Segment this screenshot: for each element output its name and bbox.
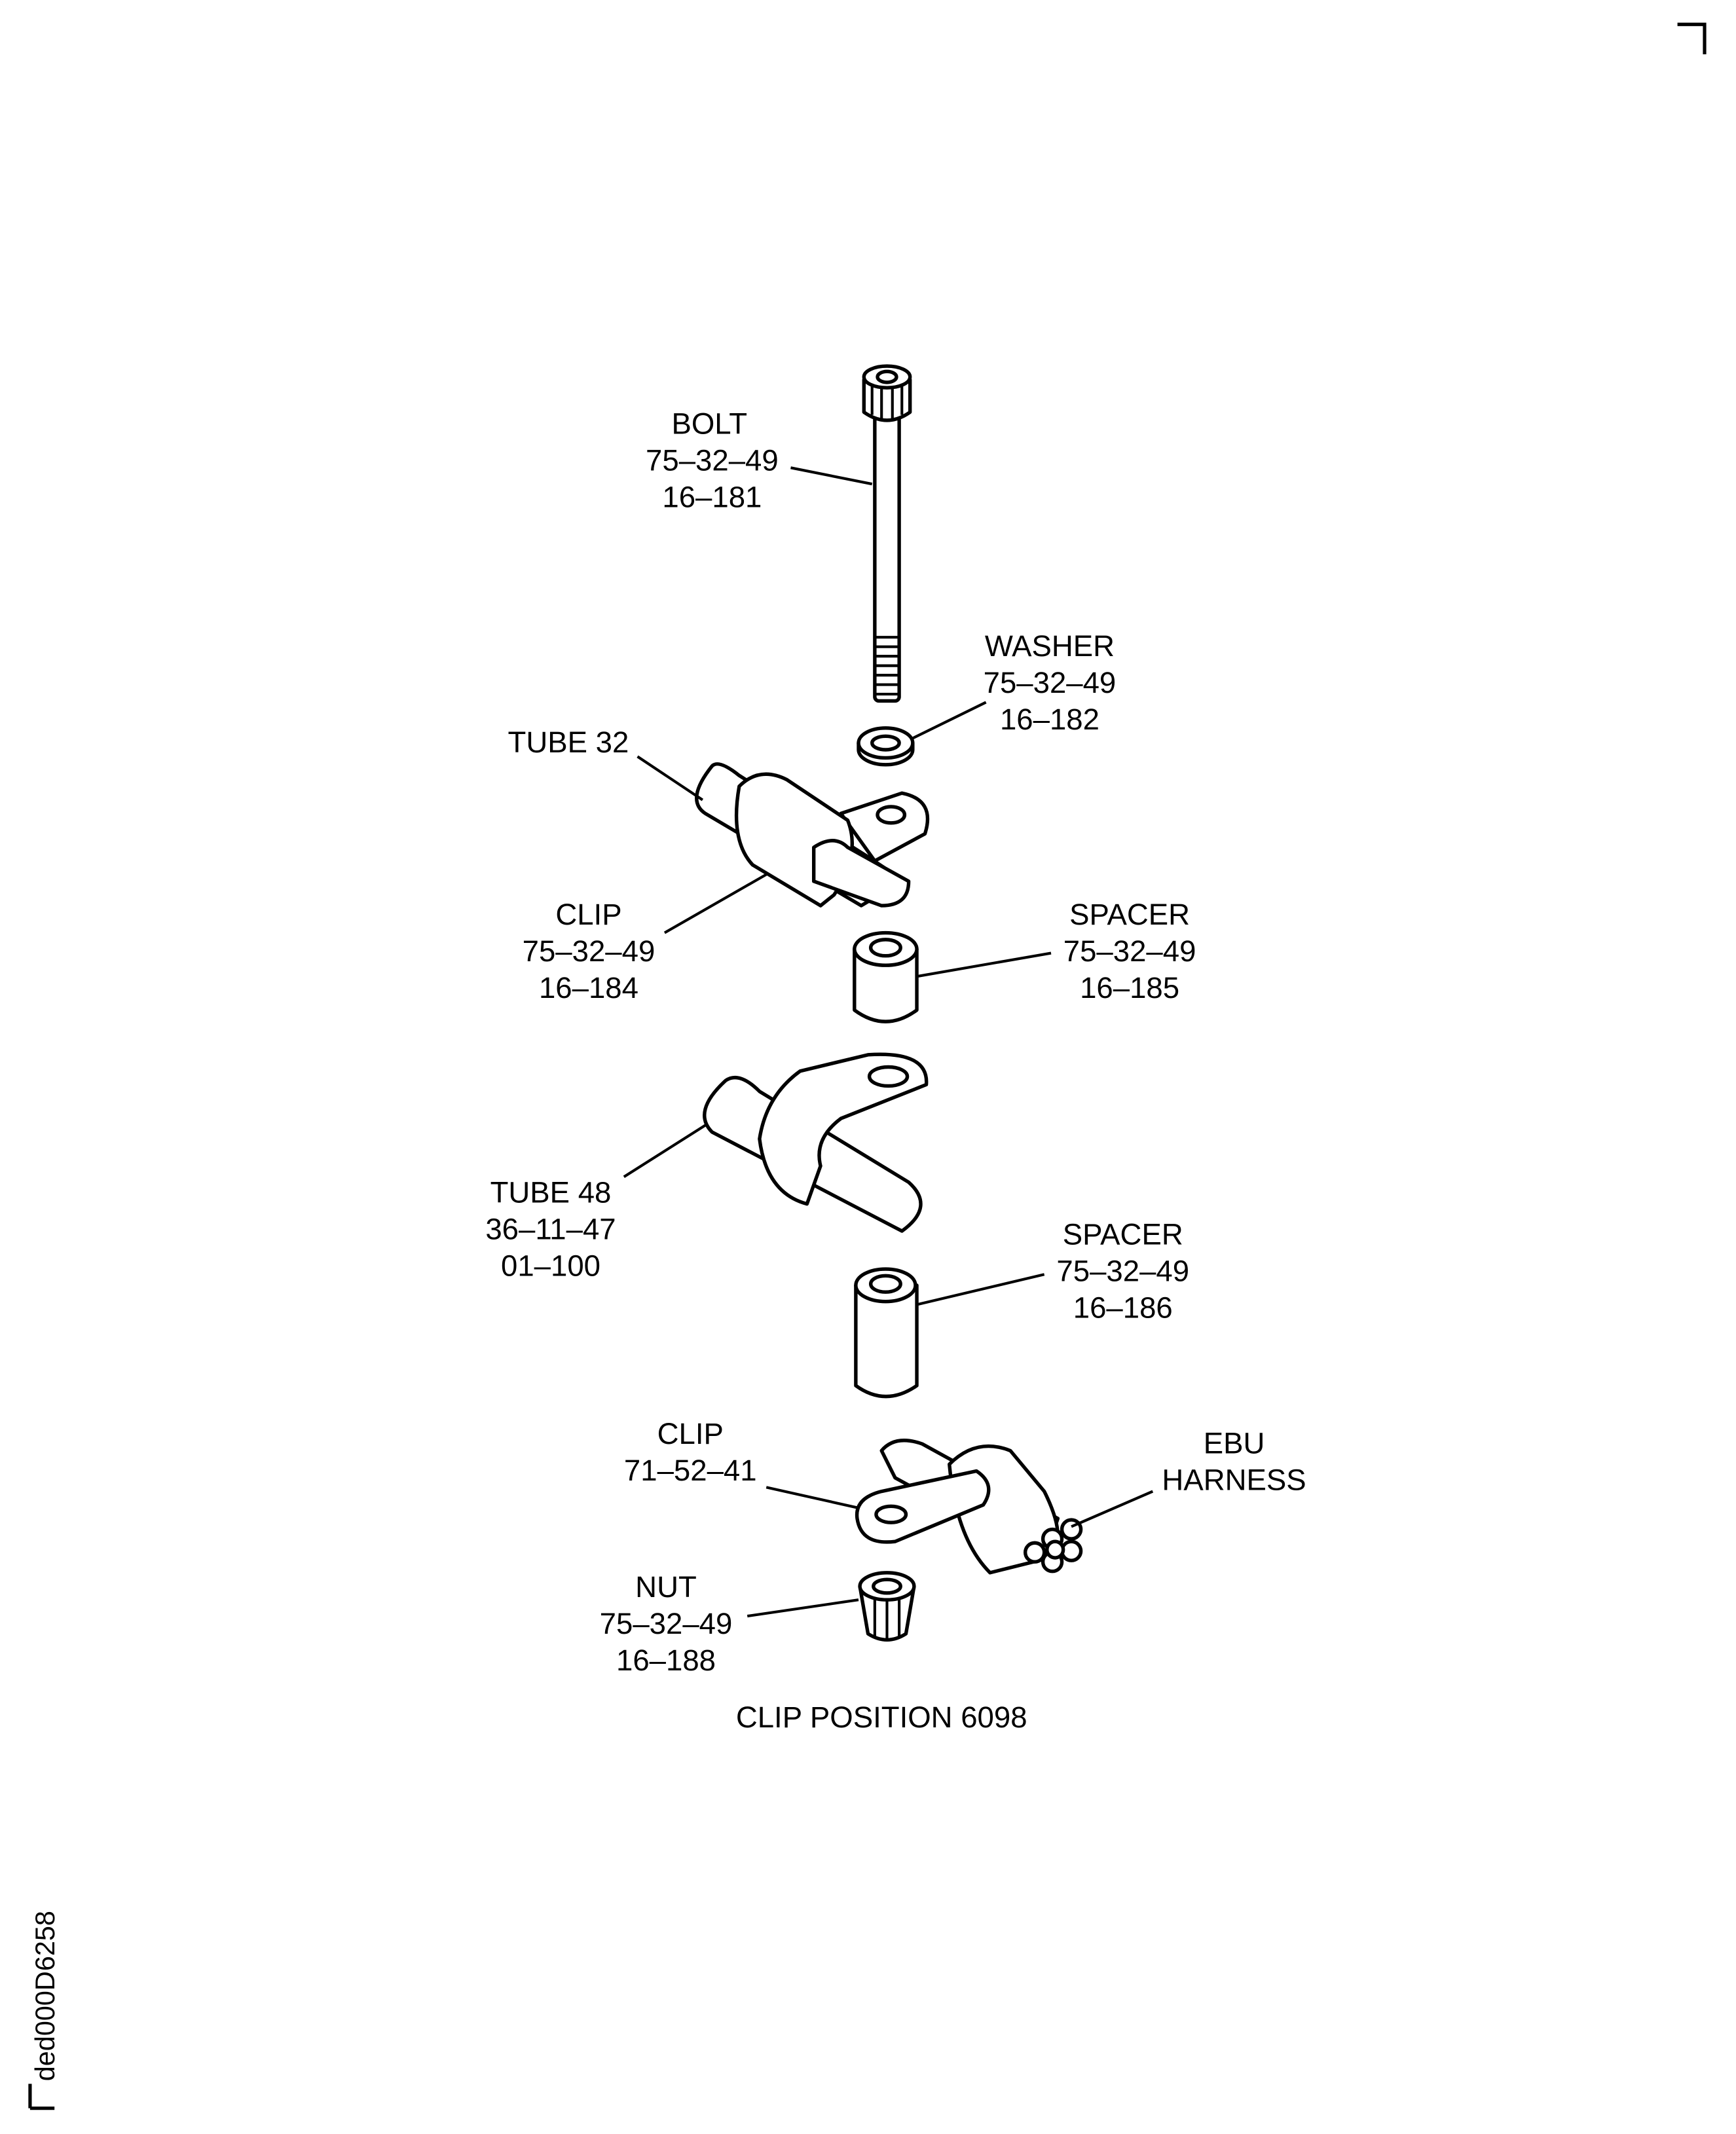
corner-mark-top-right: [1677, 22, 1707, 54]
bolt-part: [862, 364, 912, 703]
label-clip-16-184: CLIP 75–32–49 16–184: [523, 898, 656, 1004]
label-spacer-16-185: SPACER 75–32–49 16–185: [1063, 898, 1196, 1004]
label-washer: WASHER 75–32–49 16–182: [984, 629, 1117, 736]
leader-lines: [623, 466, 1154, 1618]
nut-part: [858, 1571, 916, 1642]
label-bolt: BOLT 75–32–49 16–181: [646, 407, 779, 514]
label-ref: 36–11–47: [485, 1212, 616, 1245]
figure-id: ded000D6258: [30, 1911, 60, 2081]
label-name: BOLT: [671, 407, 747, 441]
label-name: CLIP: [555, 898, 621, 931]
label-tube32: TUBE 32: [508, 726, 629, 759]
label-ref: 75–32–49: [1063, 934, 1196, 968]
label-item: 16–186: [1073, 1291, 1173, 1325]
label-name: CLIP: [657, 1417, 724, 1450]
label-ref: 75–32–49: [600, 1607, 733, 1640]
label-tube48: TUBE 48 36–11–47 01–100: [485, 1176, 616, 1283]
spacer-16-186-part: [854, 1267, 919, 1399]
figure-caption: CLIP POSITION 6098: [736, 1701, 1027, 1734]
label-name: NUT: [635, 1570, 697, 1604]
clip-tube48-part: [703, 1052, 929, 1233]
label-line1: EBU: [1204, 1427, 1265, 1460]
label-ref: 75–32–49: [523, 934, 656, 968]
spacer-16-185-part: [853, 930, 919, 1023]
label-nut: NUT 75–32–49 16–188: [600, 1570, 733, 1677]
label-item: 16–188: [616, 1644, 716, 1677]
label-item: 16–182: [1000, 703, 1099, 736]
label-name: WASHER: [985, 629, 1115, 663]
clip-ebu-harness-part: [855, 1439, 1083, 1575]
washer-part: [857, 726, 915, 767]
label-spacer-16-186: SPACER 75–32–49 16–186: [1056, 1218, 1189, 1325]
label-ref: 75–32–49: [646, 443, 779, 477]
label-name: SPACER: [1063, 1218, 1183, 1251]
label-ref: 75–32–49: [1056, 1255, 1189, 1288]
label-item: 16–181: [662, 480, 762, 513]
label-ref: 71–52–41: [624, 1454, 757, 1487]
label-item: 16–184: [539, 971, 638, 1004]
label-item: 16–185: [1080, 971, 1179, 1004]
label-name: SPACER: [1069, 898, 1190, 931]
label-line2: HARNESS: [1162, 1463, 1306, 1497]
corner-mark-bottom-left: [28, 2084, 55, 2110]
clip-tube32-part: [695, 762, 930, 908]
label-ebu-harness: EBU HARNESS: [1162, 1427, 1306, 1497]
label-name: TUBE 48: [490, 1176, 612, 1209]
label-clip-71-52-41: CLIP 71–52–41: [624, 1417, 757, 1487]
label-ref: 75–32–49: [984, 666, 1117, 699]
label-item: 01–100: [501, 1249, 600, 1282]
